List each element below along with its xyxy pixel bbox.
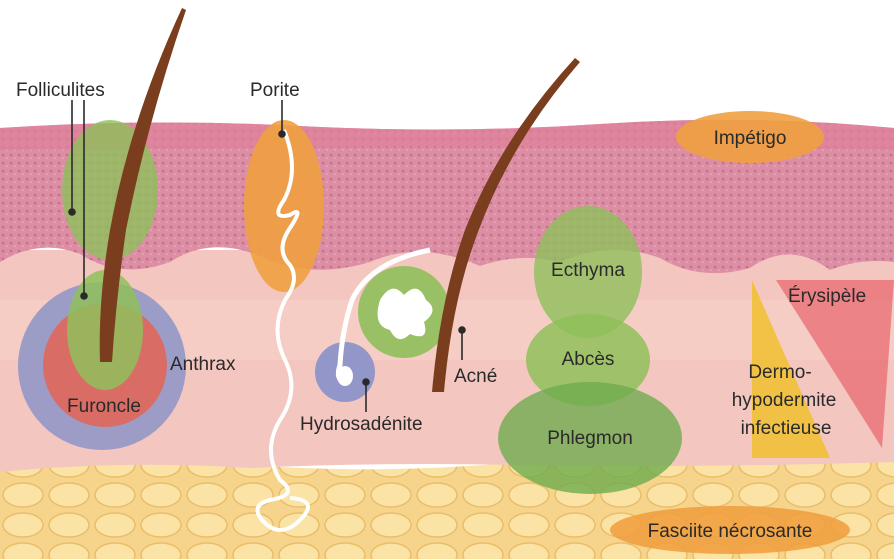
label-acne: Acné — [454, 366, 497, 387]
label-phlegmon: Phlegmon — [547, 428, 633, 449]
label-anthrax: Anthrax — [170, 354, 236, 375]
label-fasciite: Fasciite nécrosante — [648, 521, 813, 542]
label-impetigo: Impétigo — [714, 128, 787, 149]
label-dermo-3: infectieuse — [741, 418, 832, 439]
label-ecthyma: Ecthyma — [551, 260, 625, 281]
label-dermo-2: hypodermite — [732, 390, 837, 411]
label-folliculites: Folliculites — [16, 80, 105, 101]
label-dermo-1: Dermo- — [748, 362, 811, 383]
label-erysipele: Érysipèle — [788, 286, 866, 307]
label-hydrosadenite: Hydrosadénite — [300, 414, 423, 435]
label-furoncle: Furoncle — [67, 396, 141, 417]
label-porite: Porite — [250, 80, 300, 101]
label-abces: Abcès — [562, 349, 615, 370]
porite-zone — [244, 120, 324, 292]
